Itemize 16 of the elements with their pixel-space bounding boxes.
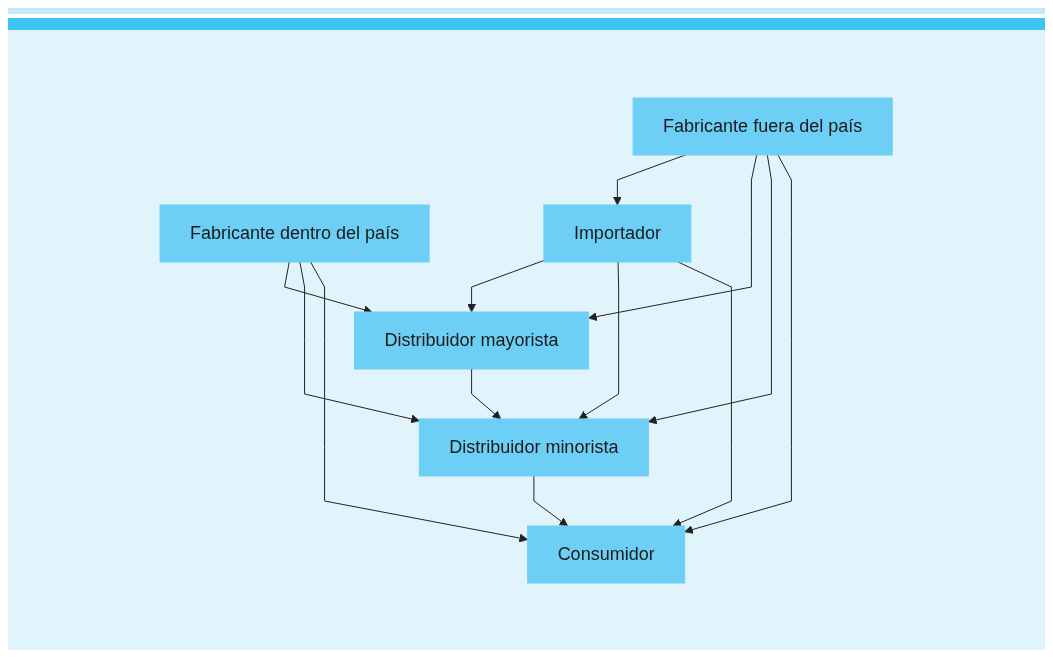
arrow — [310, 261, 529, 542]
arrow — [672, 261, 733, 527]
node-box: Consumidor — [527, 525, 686, 583]
node-box: Distribuidor mayorista — [354, 311, 590, 369]
arrow — [588, 154, 758, 321]
node-box: Fabricante dentro del país — [159, 204, 431, 262]
arrow — [648, 154, 773, 424]
node-box: Distribuidor minorista — [419, 418, 650, 476]
arrow — [533, 475, 569, 526]
arrow — [467, 259, 545, 312]
arrow — [471, 368, 502, 419]
node-box: Fabricante fuera del país — [633, 97, 894, 155]
node-box: Importador — [543, 204, 692, 262]
arrow — [299, 261, 421, 423]
arrow — [684, 154, 793, 534]
arrow — [579, 261, 620, 419]
